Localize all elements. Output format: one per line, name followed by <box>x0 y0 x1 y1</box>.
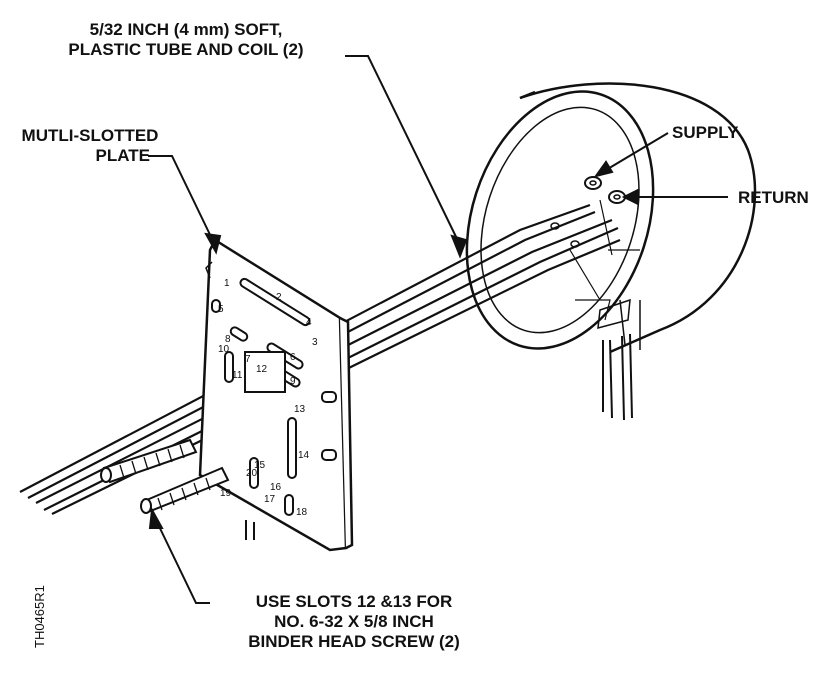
slot-number: 18 <box>296 507 308 518</box>
screw-label-line2: NO. 6-32 X 5/8 INCH <box>274 612 434 631</box>
slot-number: 6 <box>290 352 296 363</box>
screw-label: USE SLOTS 12 &13 FOR NO. 6-32 X 5/8 INCH… <box>214 592 494 652</box>
slot-number: 10 <box>218 344 230 355</box>
slot-number: 12 <box>256 364 268 375</box>
plate-label-line1: MUTLI-SLOTTED <box>21 126 159 145</box>
slot-number: 5 <box>218 304 224 315</box>
tube-label-line1: 5/32 INCH (4 mm) SOFT, <box>89 20 283 39</box>
binder-screws <box>100 438 230 514</box>
plate-label-line2: PLATE <box>95 146 150 165</box>
figure-id: TH0465R1 <box>32 585 47 648</box>
plate-label: MUTLI-SLOTTED PLATE <box>20 126 160 166</box>
slot-number: 19 <box>220 488 232 499</box>
slot-number: 2 <box>276 292 282 303</box>
tube-label: 5/32 INCH (4 mm) SOFT, PLASTIC TUBE AND … <box>36 20 336 60</box>
return-label: RETURN <box>738 188 809 207</box>
slot-number: 1 <box>224 278 230 289</box>
slot-number: 13 <box>294 404 306 415</box>
tube-label-line2: PLASTIC TUBE AND COIL (2) <box>68 40 304 59</box>
round-mounting-can <box>465 82 757 421</box>
screw-label-line3: BINDER HEAD SCREW (2) <box>248 632 460 651</box>
screw-label-line1: USE SLOTS 12 &13 FOR <box>255 592 453 611</box>
slot-numbers: 1 2 3 4 5 6 7 8 9 10 11 12 13 14 15 16 1… <box>218 278 318 518</box>
slot-number: 9 <box>290 376 296 387</box>
slot-number: 3 <box>312 337 318 348</box>
slot-number: 4 <box>306 317 312 328</box>
slot-number: 7 <box>245 354 251 365</box>
slot-number: 14 <box>298 450 310 461</box>
slot-number: 17 <box>264 494 276 505</box>
slot-number: 11 <box>232 370 243 381</box>
slot-number: 15 <box>254 460 266 471</box>
multi-slotted-plate <box>198 238 354 552</box>
leader-lines <box>148 55 728 604</box>
supply-label: SUPPLY <box>672 123 739 142</box>
slot-number: 16 <box>270 482 282 493</box>
slot-number: 8 <box>225 334 231 345</box>
slot-number: 20 <box>246 468 258 479</box>
